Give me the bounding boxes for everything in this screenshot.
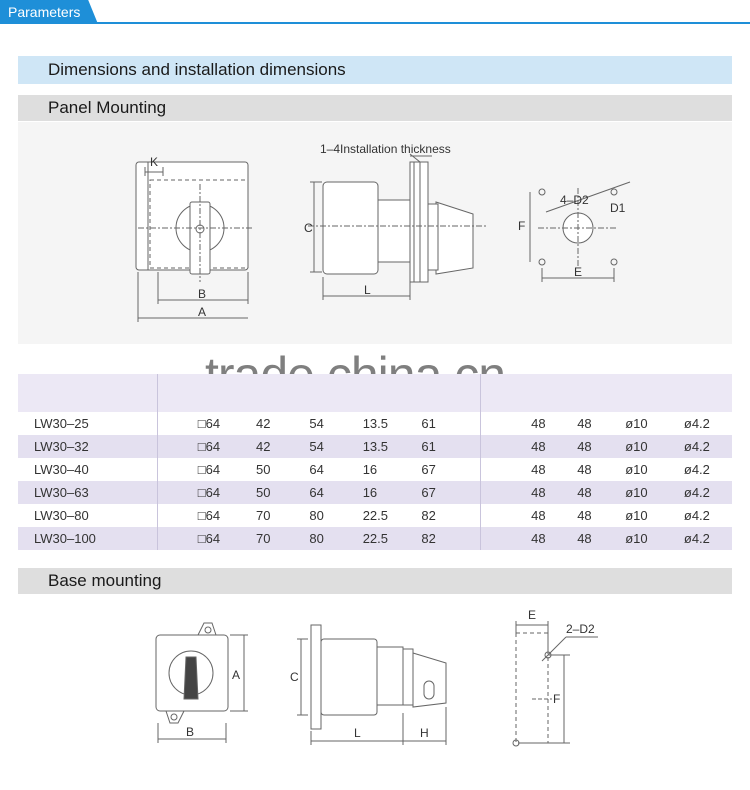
base-dim-d2: 2–D2 [566, 622, 595, 636]
table-row: LW30–100 □64 70 80 22.5 82 48 48 ø10 ø4.… [18, 527, 732, 550]
panel-dim-l: L [364, 283, 371, 297]
table-row: LW30–32 □64 42 54 13.5 61 48 48 ø10 ø4.2 [18, 435, 732, 458]
base-mounting-drawing: B A C L H E 2–D2 F [18, 595, 732, 785]
table-row: LW30–40 □64 50 64 16 67 48 48 ø10 ø4.2 [18, 458, 732, 481]
base-dim-f: F [553, 692, 560, 706]
panel-dim-k: K [150, 155, 158, 169]
parameters-tab[interactable]: Parameters [0, 0, 98, 24]
top-divider [0, 22, 750, 24]
panel-dim-e: E [574, 265, 582, 279]
base-dim-l: L [354, 726, 361, 740]
panel-mounting-drawing: K B A 1–4Installation thickness C L 4–D2… [18, 122, 732, 344]
panel-mounting-heading: Panel Mounting [18, 95, 732, 121]
dimensions-heading: Dimensions and installation dimensions [18, 56, 732, 84]
table-row-obscured [18, 374, 732, 412]
base-dim-h: H [420, 726, 429, 740]
panel-dim-c: C [304, 221, 313, 235]
panel-dim-d1: D1 [610, 201, 626, 215]
base-dim-e: E [528, 608, 536, 622]
base-drawing-svg: B A C L H E 2–D2 F [155, 608, 598, 747]
panel-dim-thickness: 1–4Installation thickness [320, 142, 451, 156]
base-dim-c: C [290, 670, 299, 684]
base-dim-b: B [186, 725, 194, 739]
panel-dim-a: A [198, 305, 206, 319]
base-mounting-heading: Base mounting [18, 568, 732, 594]
top-bar: Parameters [0, 0, 750, 26]
table-row: LW30–80 □64 70 80 22.5 82 48 48 ø10 ø4.2 [18, 504, 732, 527]
panel-dim-f: F [518, 219, 525, 233]
dimensions-table: LW30–25 □64 42 54 13.5 61 48 48 ø10 ø4.2… [18, 374, 732, 550]
panel-dim-b: B [198, 287, 206, 301]
table-row: LW30–63 □64 50 64 16 67 48 48 ø10 ø4.2 [18, 481, 732, 504]
panel-drawing-svg: K B A 1–4Installation thickness C L 4–D2… [135, 142, 631, 322]
panel-dim-d2: 4–D2 [560, 193, 589, 207]
base-dim-a: A [232, 668, 240, 682]
table-row: LW30–25 □64 42 54 13.5 61 48 48 ø10 ø4.2 [18, 412, 732, 435]
